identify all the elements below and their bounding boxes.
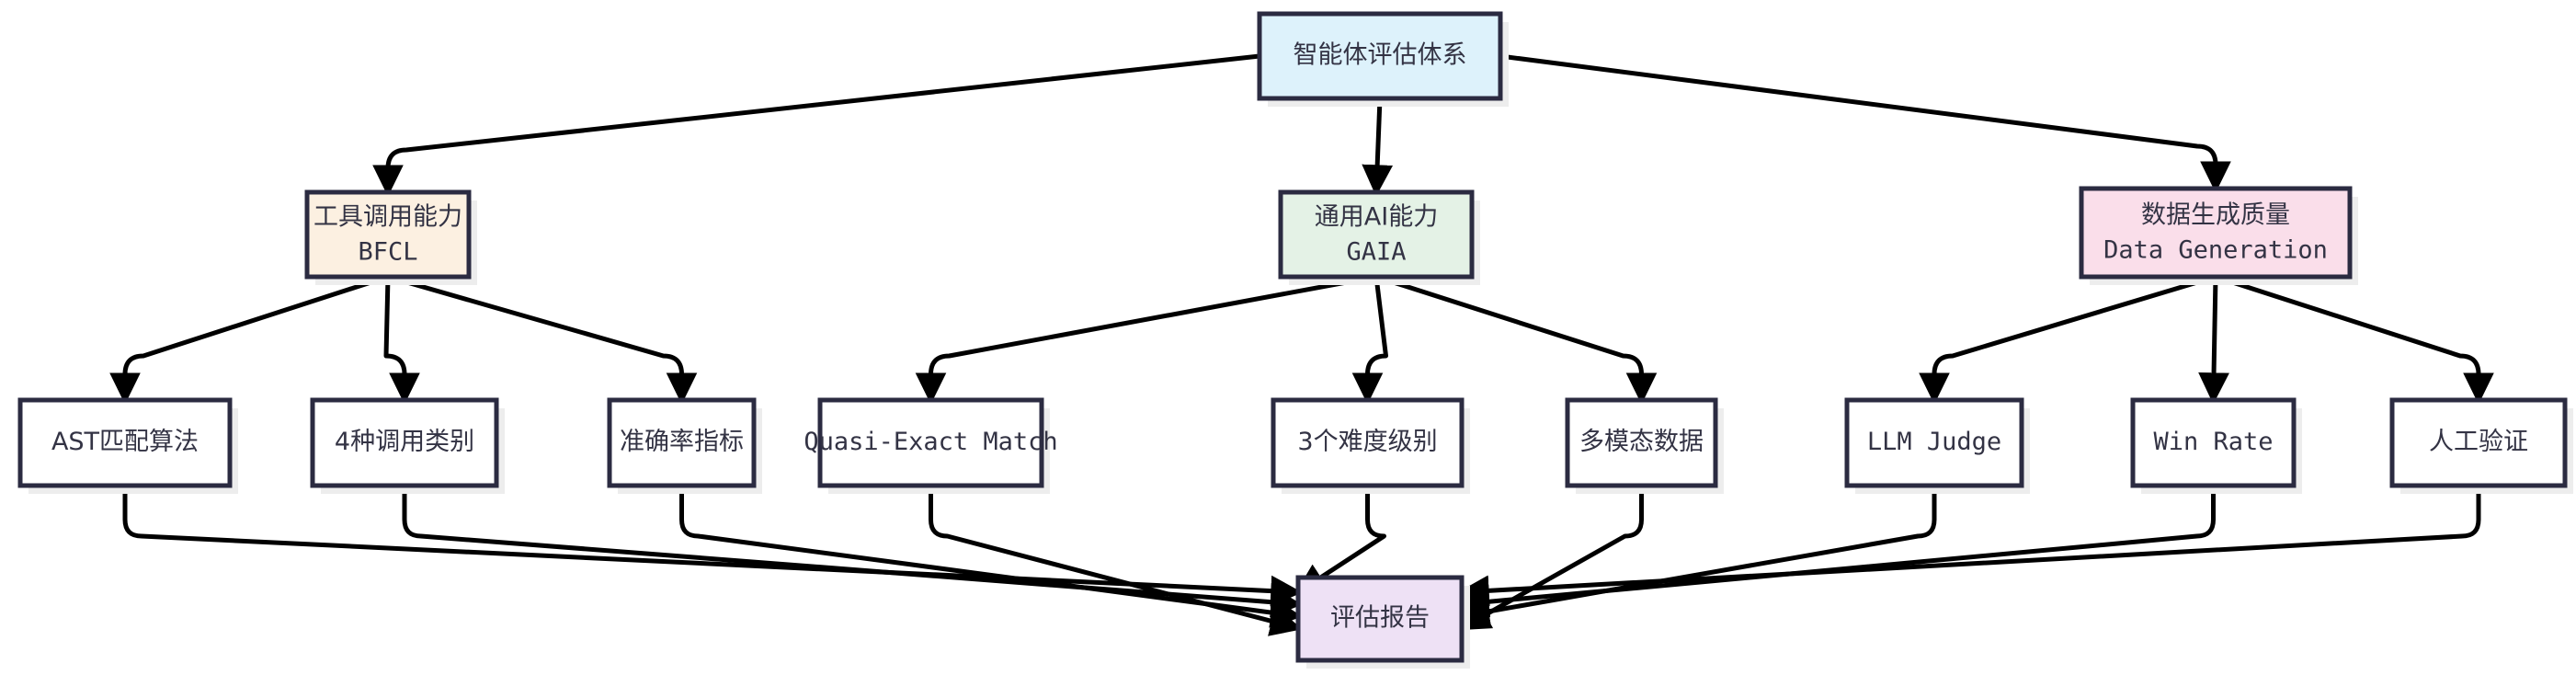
- node-label-judge: LLM Judge: [1867, 428, 2001, 456]
- node-box-bfcl[interactable]: [304, 189, 472, 280]
- node-label-datagen-sub: Data Generation: [2103, 236, 2328, 265]
- node-label-bfcl: 工具调用能力: [313, 203, 462, 232]
- node-box-datagen[interactable]: [2079, 186, 2353, 280]
- edge-ast-to-report: [122, 486, 1303, 607]
- edge-gaia-to-lvl3: [1351, 276, 1388, 405]
- node-box-mm[interactable]: [1565, 397, 1718, 488]
- node-label-mm: 多模态数据: [1579, 428, 1704, 456]
- edge-lvl3-to-report: [1294, 486, 1386, 595]
- node-label-qem: Quasi-Exact Match: [804, 428, 1057, 456]
- edge-root-to-datagen: [1499, 53, 2231, 193]
- node-lvl3[interactable]: 3个难度级别: [1271, 397, 1470, 494]
- edge-bfcl-to-acc: [387, 274, 698, 405]
- node-label-lvl3: 3个难度级别: [1297, 428, 1437, 456]
- node-label-root: 智能体评估体系: [1294, 41, 1467, 70]
- edge-qem-to-report: [929, 486, 1303, 636]
- node-bfcl[interactable]: 工具调用能力 BFCL: [304, 189, 477, 285]
- node-box-acc[interactable]: [607, 397, 757, 488]
- node-box-cat4[interactable]: [310, 397, 499, 488]
- edge-gaia-to-qem: [915, 274, 1377, 405]
- node-box-ast[interactable]: [17, 397, 233, 488]
- node-label-report: 评估报告: [1330, 604, 1430, 633]
- node-label-gaia-sub: GAIA: [1346, 238, 1406, 267]
- edge-mm-to-report: [1457, 486, 1644, 631]
- edge-winrate-to-report: [1457, 486, 2216, 618]
- node-box-judge[interactable]: [1844, 397, 2024, 488]
- node-label-bfcl-sub: BFCL: [358, 238, 417, 267]
- edge-gaia-to-mm: [1375, 274, 1658, 405]
- edge-root-to-gaia: [1362, 97, 1394, 197]
- node-box-winrate[interactable]: [2130, 397, 2297, 488]
- node-acc[interactable]: 准确率指标: [607, 397, 762, 494]
- edge-cat4-to-report: [402, 486, 1303, 618]
- node-box-report[interactable]: [1295, 575, 1465, 663]
- node-root[interactable]: 智能体评估体系: [1257, 11, 1509, 107]
- edge-acc-to-report: [679, 486, 1303, 628]
- edge-datagen-to-human: [2215, 274, 2494, 405]
- node-box-lvl3[interactable]: [1271, 397, 1465, 488]
- node-qem[interactable]: Quasi-Exact Match: [804, 397, 1058, 494]
- edge-judge-to-report: [1457, 486, 1937, 627]
- edge-bfcl-to-ast: [109, 274, 389, 405]
- node-mm[interactable]: 多模态数据: [1565, 397, 1724, 494]
- node-label-human: 人工验证: [2429, 428, 2528, 456]
- node-gaia[interactable]: 通用AI能力 GAIA: [1278, 189, 1480, 285]
- node-datagen[interactable]: 数据生成质量 Data Generation: [2079, 186, 2358, 285]
- node-box-root[interactable]: [1257, 11, 1503, 101]
- node-box-gaia[interactable]: [1278, 189, 1475, 280]
- node-box-qem[interactable]: [817, 397, 1044, 488]
- node-cat4[interactable]: 4种调用类别: [310, 397, 505, 494]
- node-label-datagen: 数据生成质量: [2141, 201, 2290, 230]
- edge-datagen-to-winrate: [2198, 276, 2229, 405]
- edge-human-to-report: [1457, 486, 2481, 607]
- node-label-ast: AST匹配算法: [51, 428, 199, 456]
- node-label-acc: 准确率指标: [620, 428, 744, 456]
- node-box-human[interactable]: [2389, 397, 2568, 488]
- node-human[interactable]: 人工验证: [2389, 397, 2573, 494]
- node-judge[interactable]: LLM Judge: [1844, 397, 2030, 494]
- node-label-winrate: Win Rate: [2153, 428, 2273, 456]
- edge-root-to-bfcl: [372, 53, 1260, 197]
- edge-bfcl-to-cat4: [383, 276, 420, 405]
- edge-datagen-to-judge: [1919, 274, 2217, 405]
- node-label-gaia: 通用AI能力: [1315, 203, 1438, 232]
- node-ast[interactable]: AST匹配算法: [17, 397, 238, 494]
- node-report[interactable]: 评估报告: [1295, 575, 1470, 669]
- edge-layer: [109, 53, 2494, 636]
- node-winrate[interactable]: Win Rate: [2130, 397, 2302, 494]
- node-label-cat4: 4种调用类别: [335, 428, 474, 456]
